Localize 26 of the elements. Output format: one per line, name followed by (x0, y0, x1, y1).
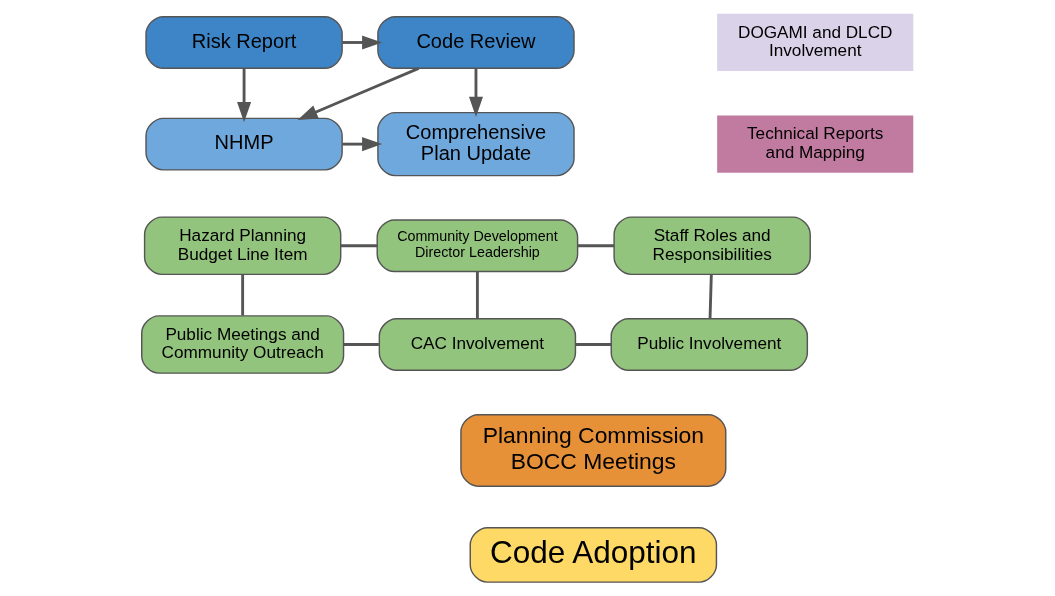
arrow (297, 67, 420, 120)
node-box: Public Involvement (610, 318, 809, 371)
node-box: Code Adoption (469, 527, 718, 583)
node-box: Community Development Director Leadership (376, 219, 579, 273)
legend-label: DOGAMI and DLCD Involvement (737, 21, 893, 61)
connector (577, 244, 614, 248)
node-box: Staff Roles and Responsibilities (613, 216, 811, 276)
connector (708, 274, 713, 319)
node-box: CAC Involvement (378, 318, 577, 371)
node-box: Code Review (377, 16, 575, 69)
node-box: Public Meetings and Community Outreach (141, 315, 345, 374)
legend-label: Technical Reports and Mapping (747, 123, 884, 162)
node-box: Comprehensive Plan Update (377, 111, 575, 177)
node-box: Hazard Planning Budget Line Item (143, 216, 342, 276)
node-box: Risk Report (145, 16, 343, 69)
arrow (342, 137, 383, 152)
connector (343, 343, 379, 346)
connector (340, 244, 378, 248)
connector (575, 343, 612, 346)
node-box: Planning Commission BOCC Meetings (460, 413, 727, 487)
arrow (342, 35, 383, 50)
arrow (237, 68, 252, 123)
node-box: NHMP (145, 117, 343, 171)
connector (475, 271, 479, 319)
arrow (468, 68, 483, 117)
connector (241, 274, 245, 316)
